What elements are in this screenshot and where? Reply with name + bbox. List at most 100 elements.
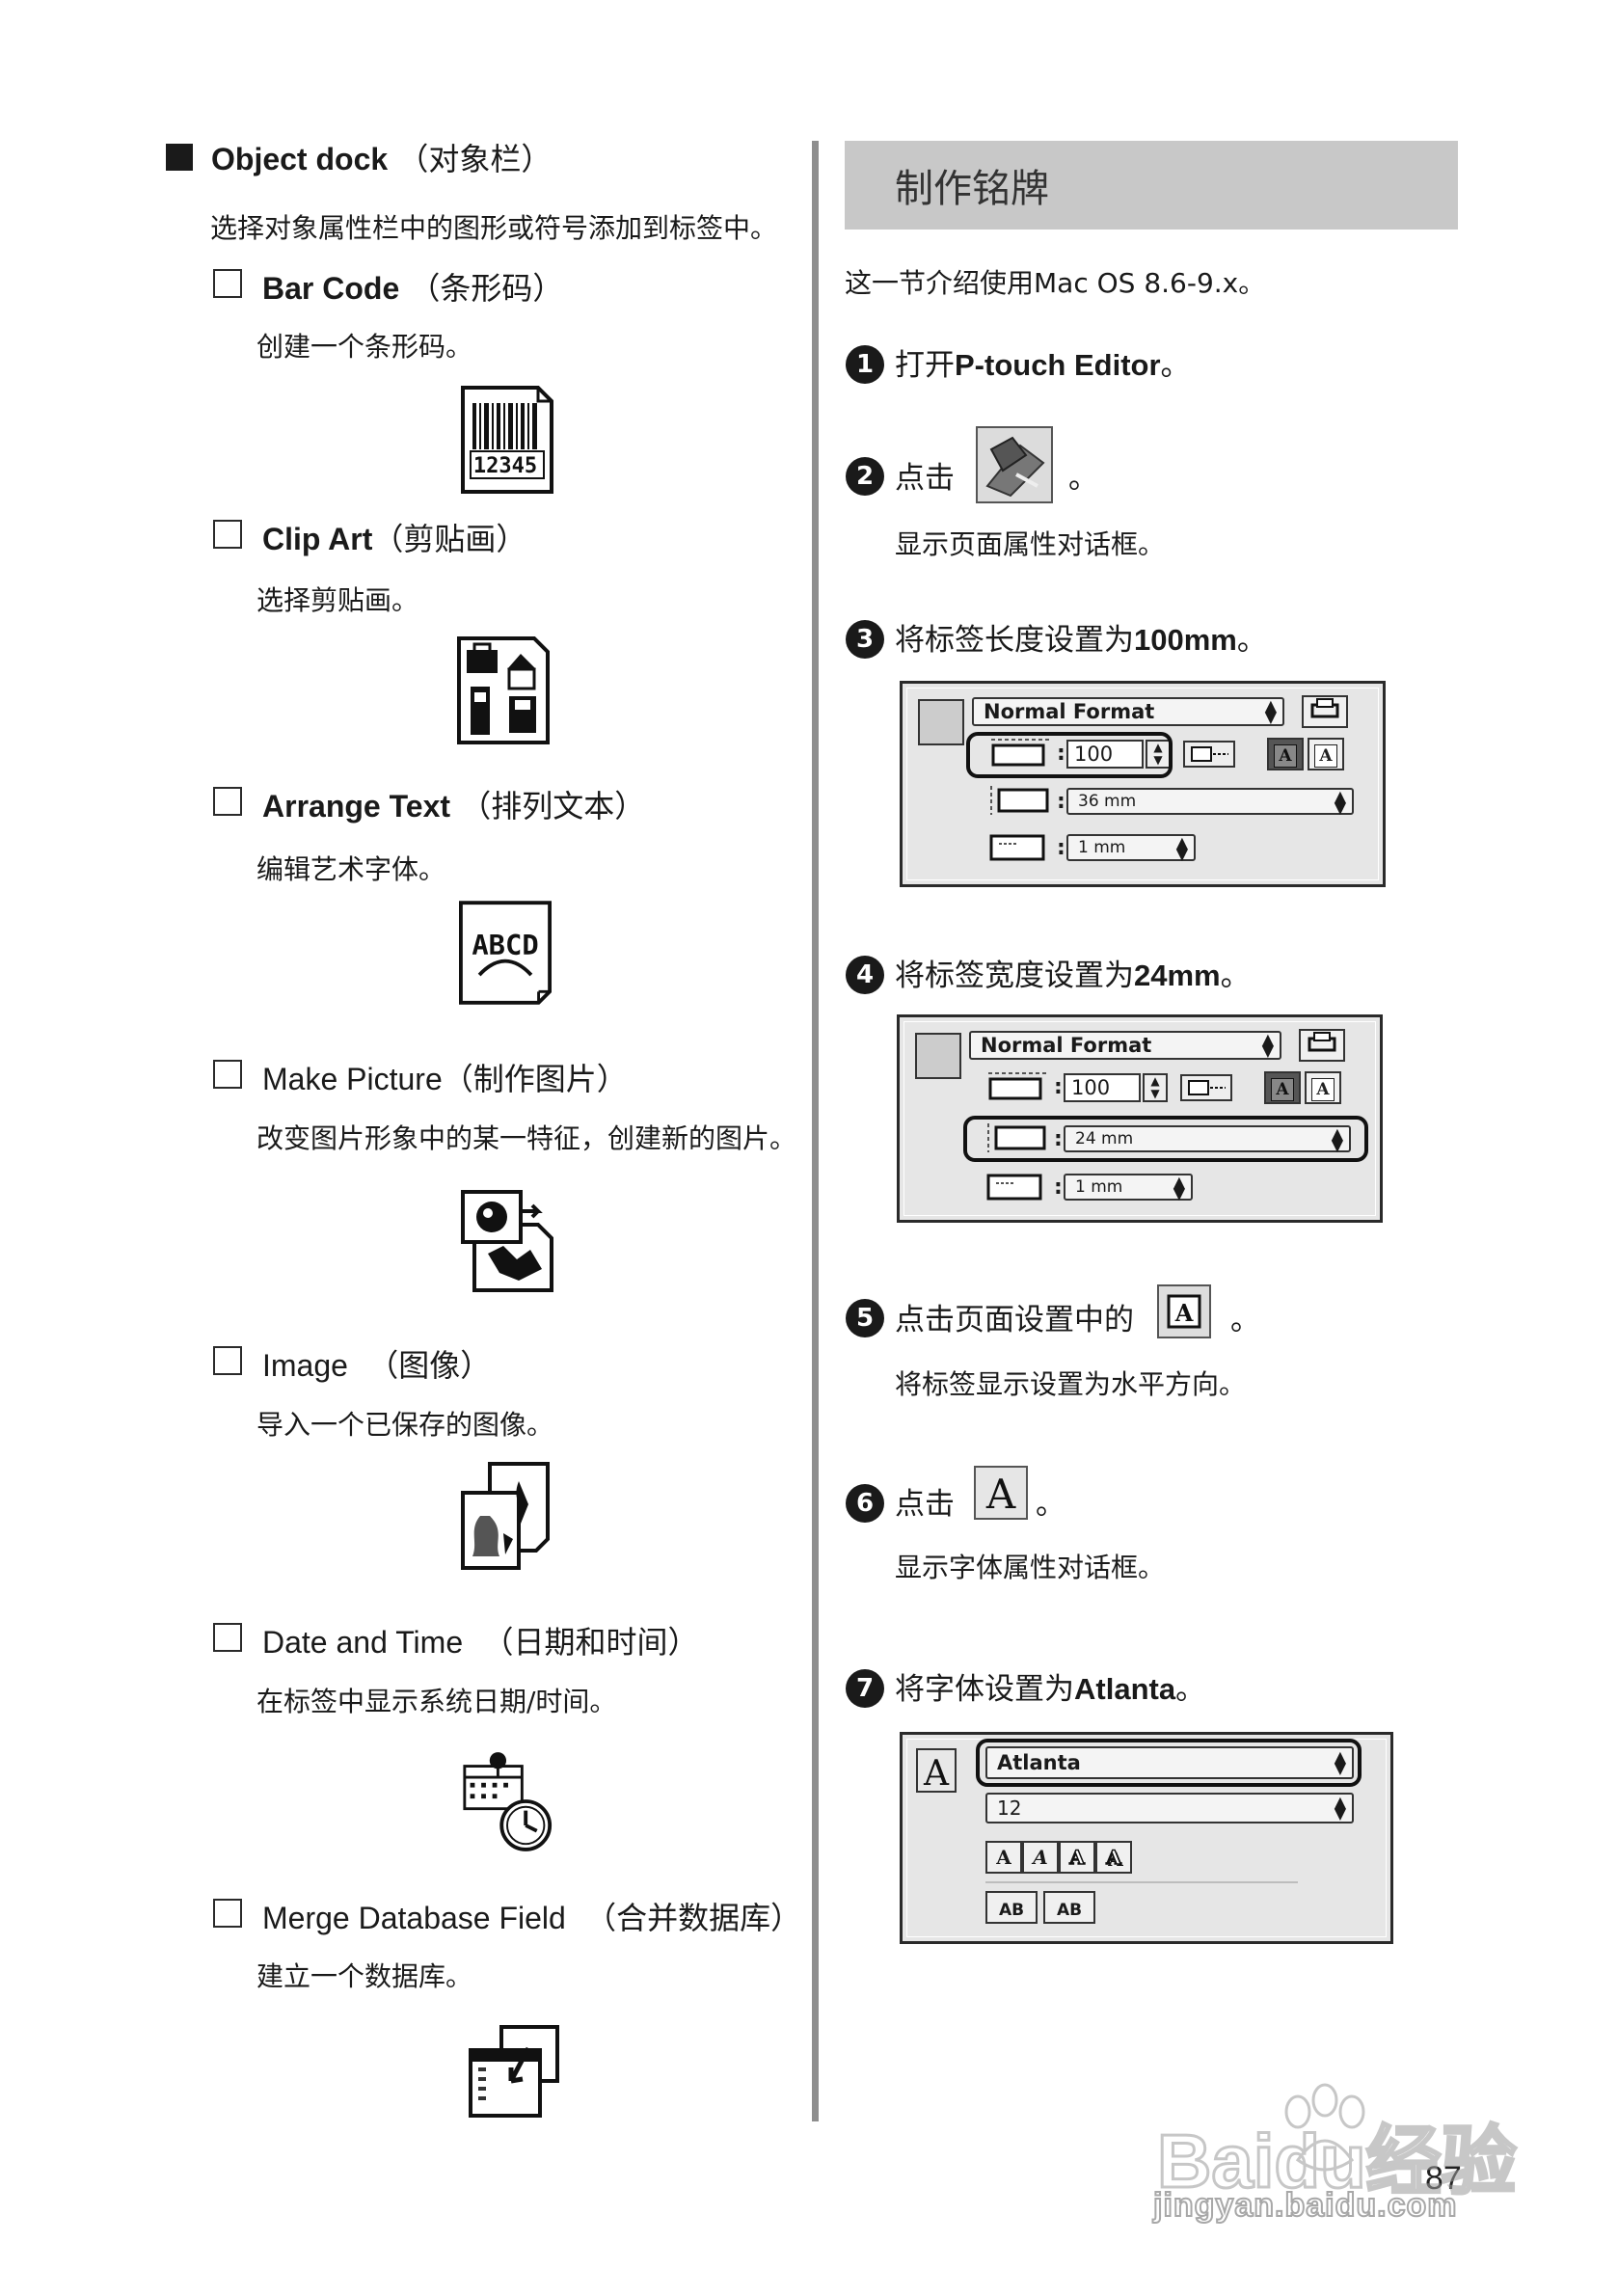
length-input[interactable]: 100 xyxy=(1064,1073,1141,1102)
font-select[interactable]: Atlanta▲▼ xyxy=(985,1746,1354,1779)
step-number-3: 3 xyxy=(846,620,884,659)
length-highlight xyxy=(966,732,1173,778)
item-desc-clipart: 选择剪贴画。 xyxy=(256,584,419,616)
database-icon xyxy=(469,2025,559,2118)
margin-select[interactable]: 1 mm▲▼ xyxy=(1066,834,1196,862)
char-spacing-wide-button[interactable]: AB xyxy=(1043,1891,1095,1924)
length-stepper[interactable]: ▲▼ xyxy=(1146,740,1171,769)
page-properties-button[interactable] xyxy=(976,426,1053,503)
page-properties-dialog-width: Normal Format▲▼ : 100 ▲▼ A A : 24 mm▲▼ :… xyxy=(897,1014,1383,1223)
item-title-database: Merge Database Field （合并数据库） xyxy=(262,1900,802,1936)
watermark-brand: Baidu经验 xyxy=(1157,2119,1517,2203)
feed-icon[interactable] xyxy=(1182,740,1236,769)
step-number-1: 1 xyxy=(846,345,884,384)
make-picture-icon xyxy=(461,1190,553,1292)
item-title-barcode: Bar Code （条形码） xyxy=(262,270,564,307)
page-number: 87 xyxy=(1425,2160,1462,2197)
item-title-image: Image （图像） xyxy=(262,1347,492,1384)
print-button[interactable] xyxy=(1299,1029,1345,1062)
item-desc-image: 导入一个已保存的图像。 xyxy=(256,1409,554,1441)
step-text-5-end: 。 xyxy=(1230,1303,1260,1337)
width-highlight xyxy=(963,1116,1368,1162)
italic-style-button[interactable]: A xyxy=(1022,1841,1059,1874)
length-icon xyxy=(984,1069,1052,1100)
printer-icon xyxy=(1310,698,1339,718)
item-desc-make-picture: 改变图片形象中的某一特征，创建新的图片。 xyxy=(256,1122,797,1154)
section-title: Object dock （对象栏） xyxy=(211,141,553,177)
item-checkbox-database xyxy=(213,1899,242,1928)
margin-icon xyxy=(987,832,1055,863)
length-stepper[interactable]: ▲▼ xyxy=(1143,1073,1168,1102)
step-text-3: 将标签长度设置为100mm。 xyxy=(895,623,1267,658)
section-bullet xyxy=(166,144,193,171)
item-checkbox-image xyxy=(213,1346,242,1375)
barcode-icon-digits: 12345 xyxy=(473,454,537,478)
landscape-orientation-glyph: A xyxy=(1174,1299,1194,1327)
section-description: 选择对象属性栏中的图形或符号添加到标签中。 xyxy=(210,212,778,244)
length-icon xyxy=(987,736,1055,767)
landscape-orientation-icon: A xyxy=(1167,1294,1201,1329)
step-text-2-label: 点击 xyxy=(895,461,955,496)
step-sub-2: 显示页面属性对话框。 xyxy=(895,528,1166,560)
font-panel-glyph: A xyxy=(923,1754,950,1791)
format-select[interactable]: Normal Format▲▼ xyxy=(972,697,1284,726)
column-divider xyxy=(812,141,819,2121)
width-select[interactable]: 36 mm▲▼ xyxy=(1066,788,1354,816)
step-number-2: 2 xyxy=(846,457,884,496)
format-select[interactable]: Normal Format▲▼ xyxy=(969,1031,1281,1060)
font-icon: A xyxy=(916,1748,957,1794)
step-sub-5: 将标签显示设置为水平方向。 xyxy=(895,1368,1247,1400)
item-title-clipart: Clip Art（剪贴画） xyxy=(262,521,527,557)
step-number-4: 4 xyxy=(846,956,884,994)
step-sub-6: 显示字体属性对话框。 xyxy=(895,1552,1166,1583)
page-properties-dialog-length: Normal Format▲▼ : 100 ▲▼ A A : 36 mm▲▼ :… xyxy=(900,681,1386,887)
arrange-text-icon: ABCD xyxy=(459,901,552,1005)
outline-style-button[interactable]: A xyxy=(1059,1841,1095,1874)
intro-text: 这一节介绍使用Mac OS 8.6-9.x。 xyxy=(845,267,1266,299)
item-desc-barcode: 创建一个条形码。 xyxy=(256,331,473,363)
portrait-button[interactable]: A xyxy=(1305,1071,1341,1104)
feed-icon[interactable] xyxy=(1179,1073,1233,1102)
landscape-button[interactable]: A xyxy=(1264,1071,1301,1104)
page-properties-icon xyxy=(918,699,964,745)
item-title-arrange-text: Arrange Text （排列文本） xyxy=(262,788,646,824)
watermark-url: jingyan.baidu.com xyxy=(1152,2186,1458,2225)
item-desc-database: 建立一个数据库。 xyxy=(256,1960,473,1992)
step-number-6: 6 xyxy=(846,1484,884,1523)
shadow-style-button[interactable]: A xyxy=(1095,1841,1132,1874)
image-icon xyxy=(461,1462,550,1570)
clip-art-icon xyxy=(457,636,550,744)
item-checkbox-date-time xyxy=(213,1623,242,1652)
bold-style-button[interactable]: A xyxy=(985,1841,1022,1874)
margin-icon xyxy=(984,1172,1052,1202)
date-time-icon xyxy=(463,1752,553,1851)
baidu-watermark: Baidu经验 xyxy=(1156,2083,1518,2205)
step-text-7: 将字体设置为Atlanta。 xyxy=(895,1672,1206,1707)
portrait-button[interactable]: A xyxy=(1308,738,1344,770)
page-properties-icon xyxy=(915,1033,961,1079)
banner-title: 制作铭牌 xyxy=(895,167,1049,211)
item-checkbox-arrange-text xyxy=(213,787,242,816)
margin-select[interactable]: 1 mm▲▼ xyxy=(1064,1174,1193,1202)
item-desc-arrange-text: 编辑艺术字体。 xyxy=(256,853,446,885)
separator xyxy=(985,1881,1298,1883)
step-number-5: 5 xyxy=(846,1299,884,1337)
width-icon xyxy=(987,784,1055,817)
font-highlight xyxy=(976,1739,1362,1787)
barcode-icon: 12345 xyxy=(461,386,553,494)
char-spacing-narrow-button[interactable]: AB xyxy=(985,1891,1038,1924)
font-size-select[interactable]: 12▲▼ xyxy=(985,1793,1354,1823)
item-checkbox-make-picture xyxy=(213,1060,242,1089)
length-input[interactable]: 100 xyxy=(1066,740,1144,769)
font-properties-dialog: A Atlanta▲▼ 12▲▼ A A A A AB AB xyxy=(900,1732,1393,1944)
step-text-5-label: 点击页面设置中的 xyxy=(895,1303,1134,1337)
font-properties-button[interactable]: A xyxy=(974,1466,1028,1520)
width-select[interactable]: 24 mm▲▼ xyxy=(1064,1125,1351,1153)
arrange-text-glyphs: ABCD xyxy=(472,929,538,961)
print-button[interactable] xyxy=(1302,695,1348,728)
step-text-2-end: 。 xyxy=(1068,461,1098,496)
item-title-make-picture: Make Picture（制作图片） xyxy=(262,1061,628,1097)
landscape-button[interactable]: A xyxy=(1267,738,1304,770)
item-checkbox-clipart xyxy=(213,520,242,549)
landscape-orientation-button[interactable]: A xyxy=(1157,1284,1211,1338)
